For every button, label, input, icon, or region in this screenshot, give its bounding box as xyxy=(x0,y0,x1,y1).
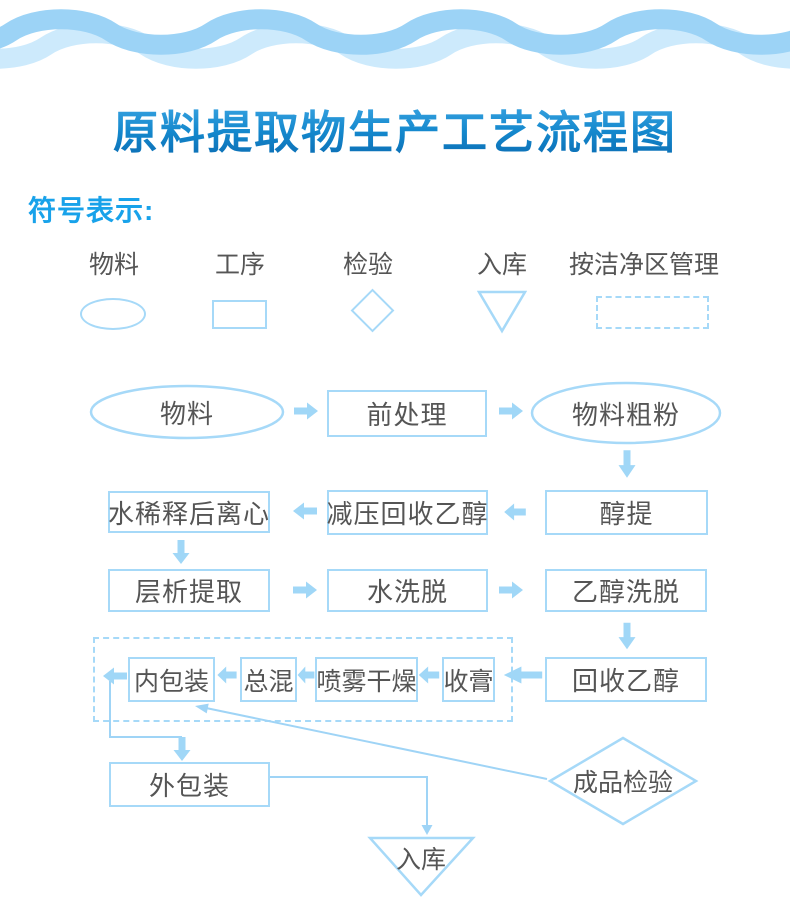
legend-label-warehousing: 入库 xyxy=(476,251,528,279)
legend-label-process: 工序 xyxy=(214,251,266,279)
coarse-powder-ellipse-shape xyxy=(530,381,722,445)
page-title: 原料提取物生产工艺流程图 xyxy=(0,96,790,161)
arrow-innerpack-exit xyxy=(103,667,127,685)
node-alcohol-extraction: 醇提 xyxy=(545,490,708,535)
flow-connectors xyxy=(109,681,548,835)
node-paste-collection: 收膏 xyxy=(442,657,495,702)
node-outer-packaging: 外包装 xyxy=(109,762,270,807)
node-material-label: 物料 xyxy=(159,398,214,429)
node-spray-drying: 喷雾干燥 xyxy=(315,657,418,702)
node-pretreatment: 前处理 xyxy=(327,390,487,437)
legend-label-material: 物料 xyxy=(88,251,140,279)
legend-rect-icon xyxy=(212,300,267,329)
arrow-chroma-waterelute xyxy=(293,581,317,599)
wave-main-stripe xyxy=(0,9,790,55)
arrow-material-pretreat xyxy=(294,402,318,420)
arrow-waterelute-ethanolelute xyxy=(499,581,523,599)
node-warehousing-label: 入库 xyxy=(395,846,446,874)
connector-innerpack-outerpack xyxy=(109,681,182,738)
legend-label-inspection: 检验 xyxy=(342,251,394,279)
node-water-elution: 水洗脱 xyxy=(327,569,488,612)
arrow-recover-paste xyxy=(503,666,543,684)
clean-zone-dashed-frame xyxy=(93,637,513,722)
node-ethanol-recovery: 回收乙醇 xyxy=(545,657,707,702)
node-total-blending: 总混 xyxy=(240,657,297,702)
node-water-dilution-centrifuge: 水稀释后离心 xyxy=(108,491,270,533)
node-vacuum-ethanol-recovery: 减压回收乙醇 xyxy=(327,490,488,535)
wave-light-stripe xyxy=(0,23,790,69)
connector-outerpack-warehouse xyxy=(270,776,428,827)
arrow-pretreat-coarse xyxy=(499,402,523,420)
legend-triangle-down-icon xyxy=(477,290,527,334)
legend-ellipse-icon xyxy=(80,298,146,330)
arrow-decompress-dilute xyxy=(293,502,317,520)
arrow-into-outerpack xyxy=(173,737,191,761)
arrow-spray-blend xyxy=(297,666,315,684)
wave-banner xyxy=(0,9,790,69)
arrow-paste-spray xyxy=(418,666,440,684)
node-ethanol-elution: 乙醇洗脱 xyxy=(545,569,707,612)
legend-dashed-rect-icon xyxy=(596,296,709,329)
arrow-blend-innerpack xyxy=(217,666,237,684)
node-inner-packaging: 内包装 xyxy=(128,657,215,702)
connector-inspection-innerpack xyxy=(205,707,548,780)
arrow-ethanolelute-recover xyxy=(618,622,636,650)
warehousing-triangle-shape xyxy=(367,836,476,897)
final-inspection-diamond-shape xyxy=(547,736,699,826)
legend-label-clean-zone: 按洁净区管理 xyxy=(568,251,720,279)
material-ellipse-shape xyxy=(89,384,285,440)
arrowhead-warehouse xyxy=(421,825,433,835)
legend-heading: 符号表示: xyxy=(28,195,155,226)
node-coarse-powder-label: 物料粗粉 xyxy=(571,399,680,430)
arrow-dilute-chroma xyxy=(172,540,190,564)
arrow-alcohol-decompress xyxy=(504,503,526,521)
node-final-inspection-label: 成品检验 xyxy=(572,769,673,797)
arrowhead-innerpack xyxy=(195,703,209,714)
arrow-coarse-alcohol xyxy=(618,450,636,478)
node-chromatography-extraction: 层析提取 xyxy=(108,569,270,612)
flow-shapes xyxy=(89,381,722,897)
